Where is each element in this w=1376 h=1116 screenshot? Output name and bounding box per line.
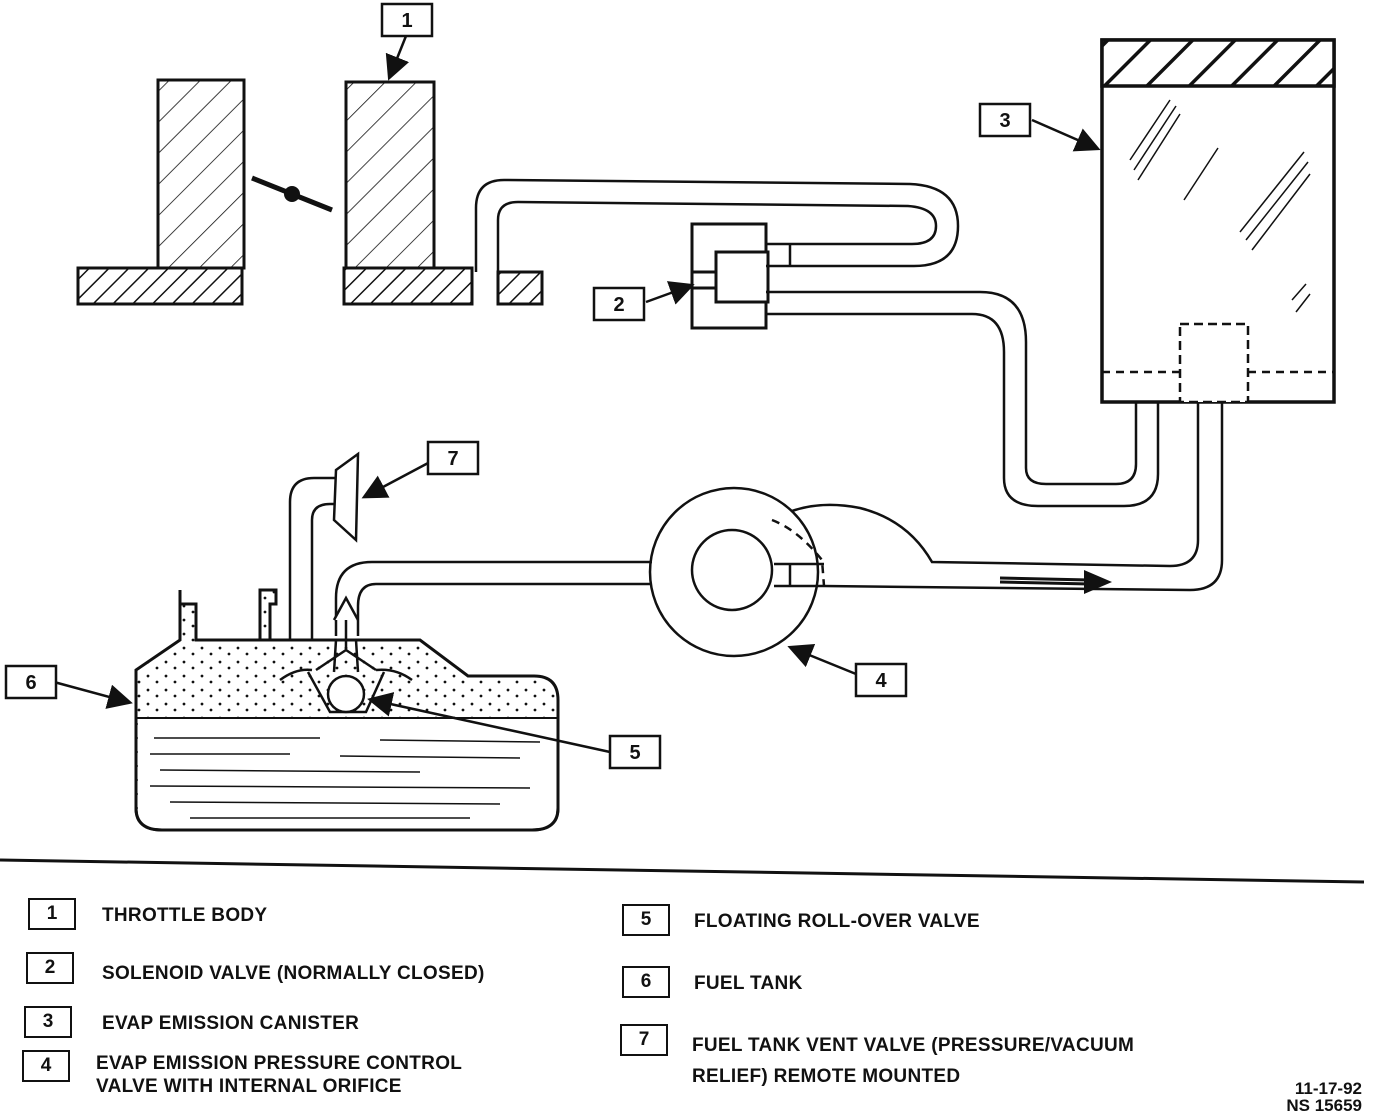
legend-label-3: EVAP EMISSION CANISTER — [102, 1013, 360, 1034]
legend-label-7: FUEL TANK VENT VALVE (PRESSURE/VACUUM RE… — [692, 1035, 1135, 1087]
legend-label-1: THROTTLE BODY — [102, 905, 268, 926]
callout-6: 6 — [4, 664, 58, 700]
legend-label-4: EVAP EMISSION PRESSURE CONTROL VALVE WIT… — [96, 1053, 463, 1097]
svg-text:3: 3 — [999, 110, 1010, 132]
legend-separator — [0, 858, 1365, 884]
legend-number-4: 4 — [22, 1050, 70, 1082]
fuel-level-lines — [149, 737, 541, 819]
legend-number-3: 3 — [24, 1006, 72, 1038]
callout-7: 7 — [426, 440, 480, 476]
legend-number-5: 5 — [622, 904, 670, 936]
legend-number-7: 7 — [620, 1024, 668, 1056]
solenoid-valve — [690, 222, 792, 330]
legend-label-5: FLOATING ROLL-OVER VALVE — [694, 911, 980, 932]
vent-hose-tank — [334, 560, 652, 636]
svg-text:5: 5 — [629, 742, 640, 764]
roll-over-valve — [279, 595, 413, 714]
flow-direction-arrow — [999, 570, 1112, 594]
svg-text:2: 2 — [613, 294, 624, 316]
svg-text:1: 1 — [401, 10, 412, 32]
vent-hose-canister — [771, 402, 1224, 592]
legend-number-2: 2 — [26, 952, 74, 984]
throttle-body — [76, 78, 544, 306]
legend-number-6: 6 — [622, 966, 670, 998]
legend-label-2: SOLENOID VALVE (NORMALLY CLOSED) — [102, 963, 485, 984]
svg-text:6: 6 — [25, 672, 36, 694]
callout-1: 1 — [380, 2, 434, 38]
callout-4: 4 — [854, 662, 908, 698]
canister-charcoal-shading — [1129, 99, 1311, 313]
legend-label-6: FUEL TANK — [694, 973, 803, 994]
document-stamp: 11-17-92 NS 15659 — [1286, 1080, 1362, 1114]
svg-text:4: 4 — [875, 670, 887, 692]
throttle-plate — [251, 175, 333, 213]
leader-arrows — [53, 35, 1101, 754]
evap-canister — [1100, 38, 1336, 404]
stamp-code: NS 15659 — [1286, 1096, 1362, 1115]
callout-2: 2 — [592, 286, 646, 322]
pressure-control-valve — [648, 486, 826, 658]
svg-text:7: 7 — [447, 448, 458, 470]
legend-number-1: 1 — [28, 898, 76, 930]
vent-valve — [288, 451, 360, 640]
callout-5: 5 — [608, 734, 662, 770]
purge-hose-upper — [474, 178, 960, 272]
fuel-tank — [134, 588, 560, 832]
purge-hose-canister — [790, 290, 1160, 508]
stamp-date: 11-17-92 — [1294, 1079, 1362, 1098]
callout-3: 3 — [978, 102, 1032, 138]
